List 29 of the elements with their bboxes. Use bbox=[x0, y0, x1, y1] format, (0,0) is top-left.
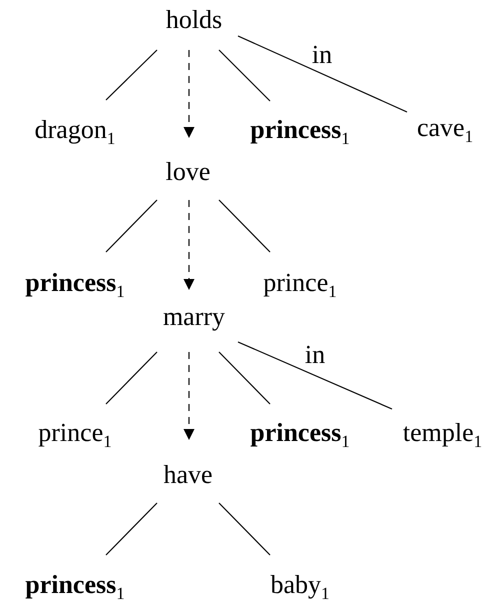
edge-label: in bbox=[304, 340, 326, 370]
tree-line bbox=[218, 200, 270, 252]
tree-word: love bbox=[150, 138, 226, 200]
tree-line bbox=[218, 352, 270, 404]
tree-line bbox=[106, 50, 158, 100]
dashed-arrow bbox=[184, 200, 194, 290]
tree-word: dragon$_{1}$ bbox=[20, 100, 130, 160]
dashed-arrow bbox=[184, 352, 194, 440]
tree-line bbox=[106, 200, 158, 252]
tree-word: baby$_{1}$ bbox=[250, 555, 350, 600]
tree-word: prince$_{1}$ bbox=[250, 252, 350, 310]
dashed-arrow bbox=[184, 50, 194, 138]
tree-line bbox=[218, 502, 270, 556]
tree-word: princess$_{1}$ bbox=[10, 252, 140, 310]
tree-word: princess$_{1}$ bbox=[235, 101, 365, 160]
tree-word: prince$_{1}$ bbox=[20, 404, 130, 460]
tree-word: have bbox=[150, 440, 226, 503]
tree-line bbox=[238, 342, 392, 410]
tree-word: princess$_{1}$ bbox=[10, 555, 140, 600]
tree-word: temple$_{1}$ bbox=[385, 409, 500, 460]
tree-line bbox=[238, 36, 408, 112]
tree-line bbox=[106, 352, 158, 404]
tree-line bbox=[106, 502, 158, 556]
tree-word: marry bbox=[150, 290, 238, 352]
tree-word: cave$_{1}$ bbox=[400, 112, 490, 150]
tree-word: holds bbox=[150, 0, 238, 50]
edge-label: in bbox=[312, 40, 332, 70]
tree-word: princess$_{1}$ bbox=[235, 404, 365, 460]
tree-line bbox=[218, 50, 270, 102]
